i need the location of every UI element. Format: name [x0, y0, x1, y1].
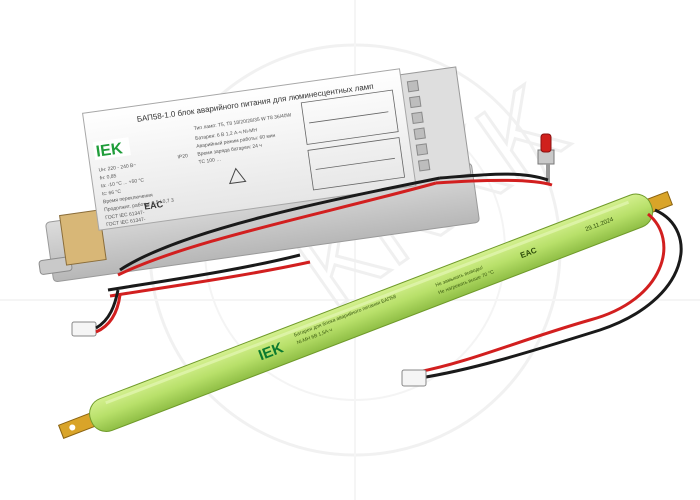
ballast-standard-2: ГОСТ IEC 61347- — [106, 217, 146, 228]
ballast-brand: IEK — [95, 140, 124, 161]
ballast-spec-2: fн: 0,85 — [99, 173, 117, 181]
ballast-ip-rating: IP20 — [177, 153, 188, 160]
battery-tube — [89, 193, 654, 433]
warning-icon — [229, 167, 247, 185]
ballast-standard-1: ГОСТ IEC 61347- — [105, 210, 145, 221]
ballast-connector — [71, 321, 97, 337]
wiring-diagram-2 — [307, 137, 406, 191]
ballast-spec-4: tс: 66 °С — [102, 189, 122, 198]
battery-connector — [401, 369, 427, 387]
test-button — [537, 133, 555, 184]
ballast-wires — [107, 172, 553, 298]
ballast-eac-mark: EAC — [143, 199, 164, 212]
wiring-diagram-1 — [300, 89, 399, 145]
terminal-pins — [406, 79, 431, 172]
battery-pack: IEK Батарея для блока аварийного питания… — [57, 190, 673, 439]
ballast-label — [82, 68, 417, 231]
circuit-board — [59, 209, 107, 266]
ballast-spec-1: Uн: 220 - 240 В~ — [98, 162, 136, 173]
ballast-rspec-5: TC 100 … — [198, 157, 221, 166]
ballast-logo — [92, 137, 131, 161]
battery-wires — [417, 208, 683, 380]
